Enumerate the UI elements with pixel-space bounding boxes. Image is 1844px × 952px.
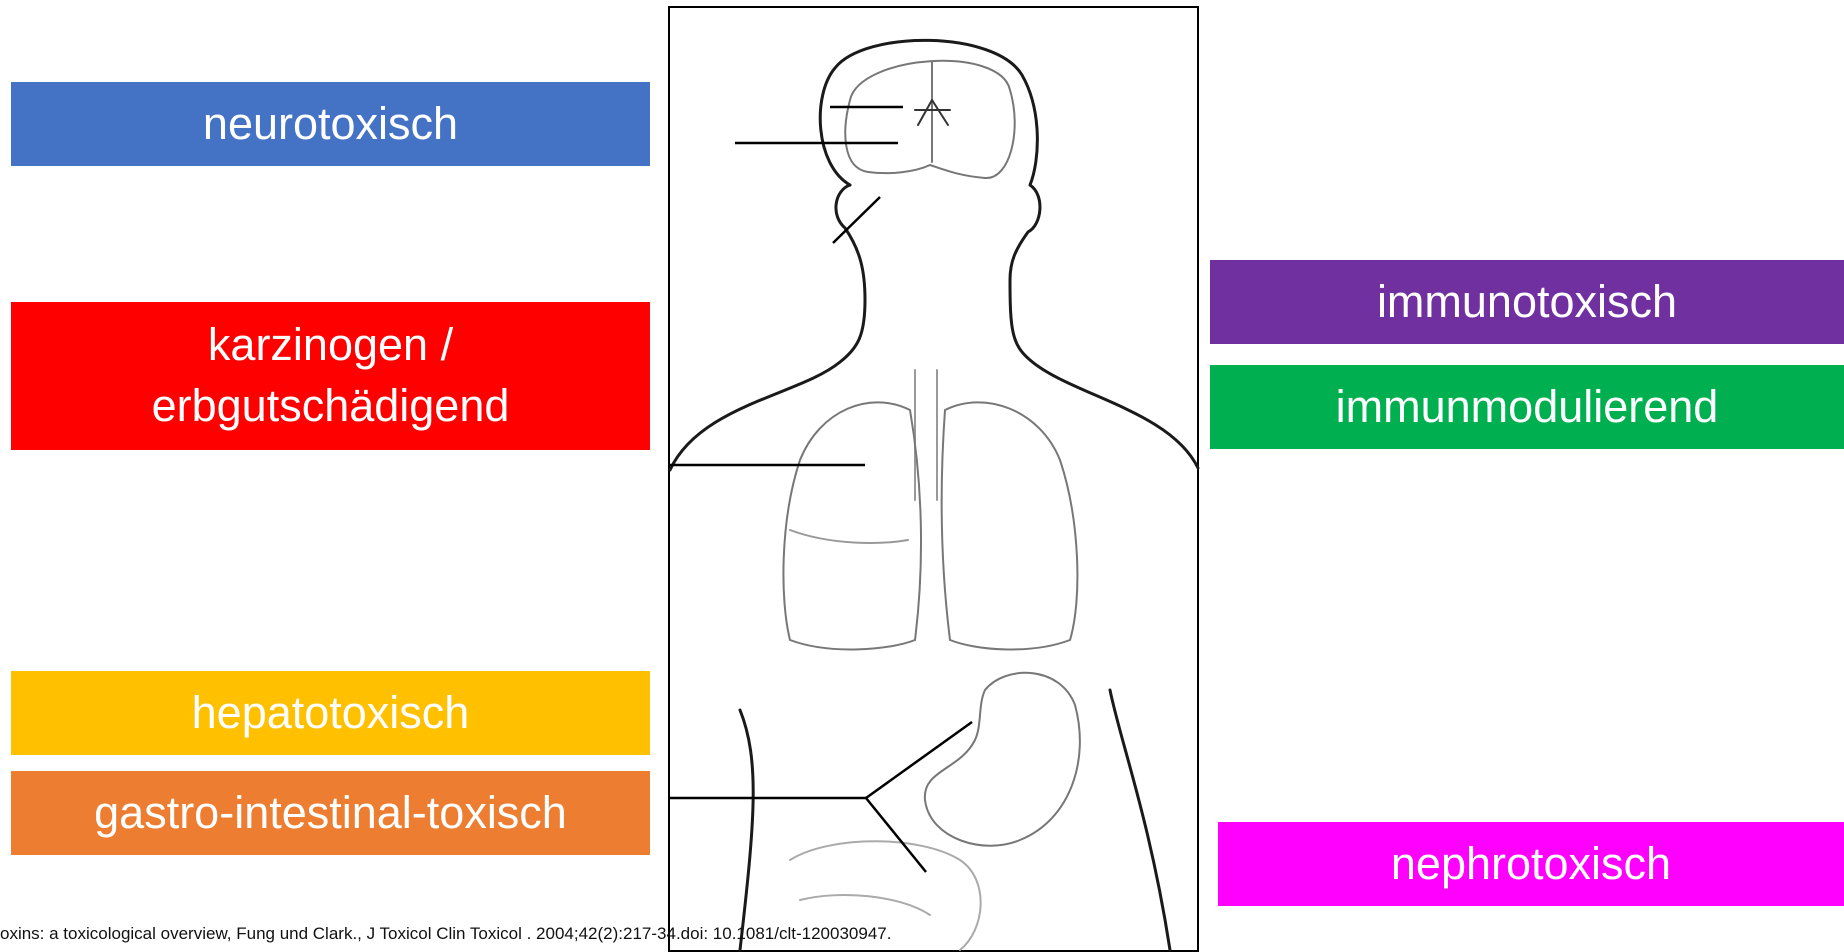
label-immunmodulierend-text: immunmodulierend [1336, 377, 1719, 438]
label-immunotoxisch: immunotoxisch [1210, 260, 1844, 344]
right-lung-outline [942, 402, 1078, 649]
label-nephrotoxisch-text: nephrotoxisch [1391, 834, 1671, 895]
brain-outline [845, 61, 1014, 178]
left-arm-outline [740, 710, 753, 950]
label-immunotoxisch-text: immunotoxisch [1377, 272, 1677, 333]
face-outline [670, 185, 865, 470]
pointer-gastro-down [866, 798, 926, 872]
label-immunmodulierend: immunmodulierend [1210, 365, 1844, 449]
head-outline [820, 40, 1198, 468]
label-nephrotoxisch: nephrotoxisch [1218, 822, 1844, 906]
right-arm-outline [1110, 690, 1170, 950]
citation-text: oxins: a toxicological overview, Fung un… [0, 924, 891, 944]
left-lung-outline [783, 402, 921, 649]
stomach-outline [925, 673, 1080, 846]
